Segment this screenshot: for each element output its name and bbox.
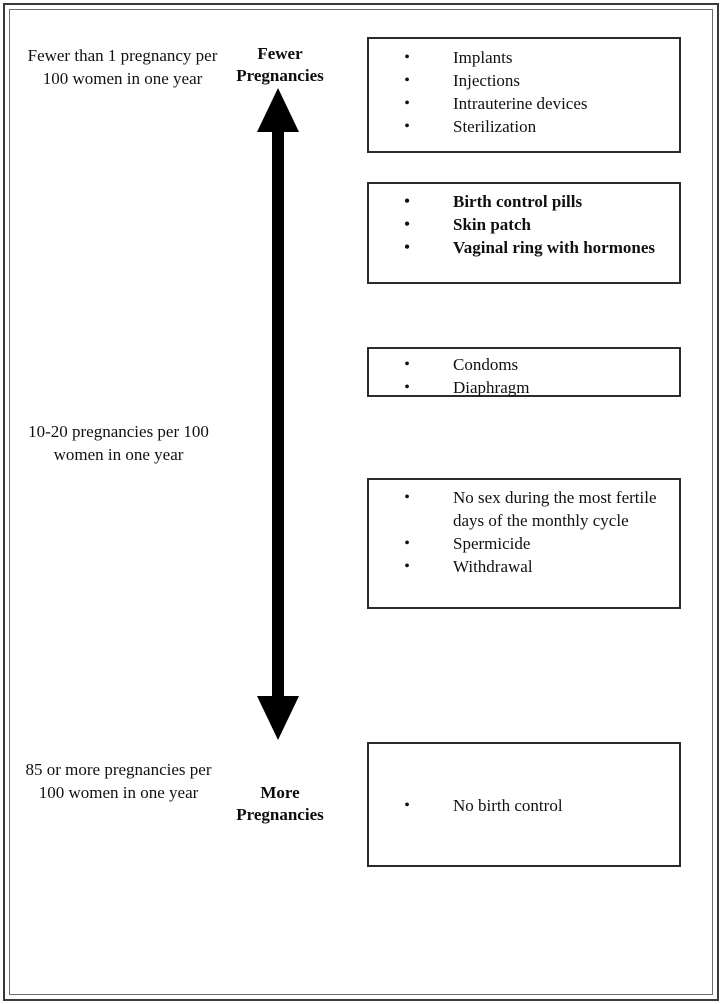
scale-label-ten-to-twenty: 10-20 pregnancies per 100 women in one y…	[28, 422, 209, 464]
method-list: • No sex during the most fertile days of …	[369, 480, 679, 578]
scale-label-fewer-than-one: Fewer than 1 pregnancy per 100 women in …	[27, 46, 218, 88]
bullet-icon: •	[404, 558, 410, 575]
list-item-label: Diaphragm	[453, 378, 530, 397]
double-arrow-vertical-icon	[247, 88, 309, 740]
axis-caption-fewer-line1: Fewer	[257, 44, 303, 63]
list-item: • Birth control pills	[369, 190, 679, 213]
list-item-label: Condoms	[453, 355, 519, 374]
axis-caption-fewer-pregnancies: Fewer Pregnancies	[205, 43, 355, 87]
list-item-label: Intrauterine devices	[453, 94, 588, 113]
method-list: • No birth control	[369, 744, 679, 817]
method-box-barrier: • Condoms • Diaphragm	[367, 347, 681, 397]
list-item-label: No birth control	[453, 796, 563, 815]
list-item: • Withdrawal	[369, 555, 679, 578]
scale-label-eighty-five-or-more: 85 or more pregnancies per 100 women in …	[25, 760, 212, 802]
list-item: • Sterilization	[369, 115, 679, 138]
list-item-label: Spermicide	[453, 534, 531, 553]
list-item-label: Implants	[453, 48, 513, 67]
bullet-icon: •	[404, 72, 410, 89]
bullet-icon: •	[404, 535, 410, 552]
list-item: • Diaphragm	[369, 376, 679, 399]
bullet-icon: •	[404, 118, 410, 135]
list-item-label: Sterilization	[453, 117, 537, 136]
method-list: • Condoms • Diaphragm	[369, 349, 679, 399]
method-box-hormonal: • Birth control pills • Skin patch • Vaginal …	[367, 182, 681, 284]
method-box-no-method: • No birth control	[367, 742, 681, 867]
list-item-label: No sex during the most fertile days of t…	[453, 488, 657, 530]
list-item: • Injections	[369, 69, 679, 92]
list-item: • Intrauterine devices	[369, 92, 679, 115]
method-box-behavioral: • No sex during the most fertile days of …	[367, 478, 681, 609]
list-item-label: Skin patch	[453, 215, 531, 234]
list-item: • Implants	[369, 46, 679, 69]
method-list: • Birth control pills • Skin patch • Vaginal …	[369, 184, 679, 259]
axis-caption-more-pregnancies: More Pregnancies	[205, 782, 355, 826]
bullet-icon: •	[404, 489, 410, 506]
list-item-label: Birth control pills	[453, 192, 583, 211]
list-item-label: Vaginal ring with hormones	[453, 238, 655, 257]
bullet-icon: •	[404, 356, 410, 373]
list-item: • No sex during the most fertile days of …	[369, 486, 679, 532]
list-item: • No birth control	[369, 794, 679, 817]
list-item: • Vaginal ring with hormones	[369, 236, 679, 259]
list-item: • Skin patch	[369, 213, 679, 236]
bullet-icon: •	[404, 95, 410, 112]
axis-caption-fewer-line2: Pregnancies	[236, 66, 324, 85]
axis-caption-more-line2: Pregnancies	[236, 805, 324, 824]
bullet-icon: •	[404, 193, 410, 210]
list-item: • Spermicide	[369, 532, 679, 555]
method-box-most-effective: • Implants • Injections • Intrauterine device…	[367, 37, 681, 153]
bullet-icon: •	[404, 216, 410, 233]
bullet-icon: •	[404, 797, 410, 814]
axis-caption-more-line1: More	[260, 783, 300, 802]
list-item-label: Withdrawal	[453, 557, 533, 576]
bullet-icon: •	[404, 379, 410, 396]
method-list: • Implants • Injections • Intrauterine device…	[369, 39, 679, 138]
list-item-label: Injections	[453, 71, 521, 90]
bullet-icon: •	[404, 239, 410, 256]
page-frame-inner	[9, 9, 713, 995]
page-frame-outer	[3, 3, 719, 1001]
list-item: • Condoms	[369, 353, 679, 376]
bullet-icon: •	[404, 49, 410, 66]
